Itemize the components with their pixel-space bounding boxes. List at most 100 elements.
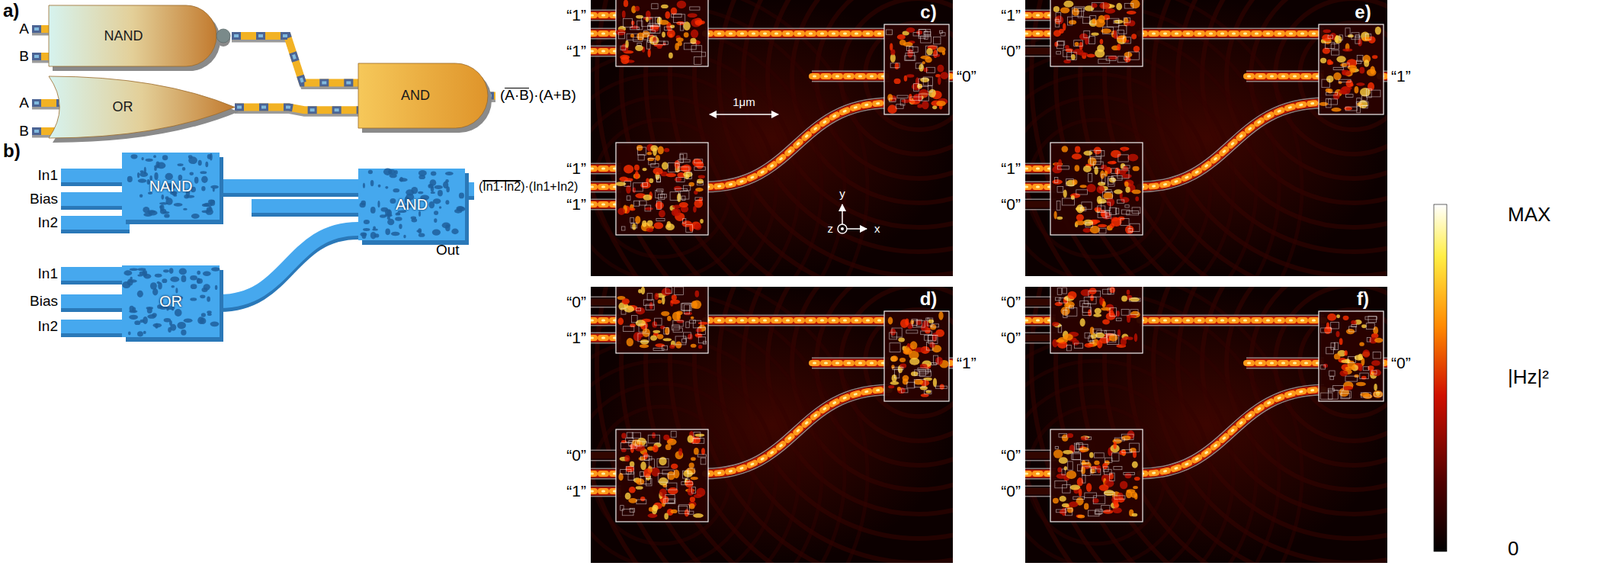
shape <box>1057 185 1064 193</box>
shape <box>897 386 902 392</box>
shape <box>1333 342 1338 350</box>
shape <box>900 99 905 106</box>
shape <box>394 216 402 221</box>
shape <box>1104 170 1108 177</box>
shape <box>1333 385 1344 391</box>
shape <box>155 160 160 167</box>
shape <box>625 437 634 443</box>
shape <box>1106 56 1116 61</box>
shape <box>1093 161 1104 168</box>
shape <box>918 63 924 71</box>
field-ground <box>590 0 953 276</box>
shape <box>1246 362 1325 365</box>
shape <box>137 178 148 183</box>
shape <box>909 357 920 366</box>
shape <box>1358 353 1363 361</box>
shape <box>183 317 193 323</box>
gate-label: OR <box>112 99 134 116</box>
connector <box>219 228 359 305</box>
shape <box>1318 311 1384 401</box>
shape <box>1068 305 1074 309</box>
shape <box>657 146 664 155</box>
shape <box>932 105 937 110</box>
shape <box>1323 363 1328 368</box>
shape <box>1090 340 1094 344</box>
shape <box>1328 99 1338 105</box>
shape <box>1118 25 1127 34</box>
shape <box>128 314 138 320</box>
shape <box>177 163 184 167</box>
shape <box>60 298 130 312</box>
shape <box>194 176 199 184</box>
shape <box>640 461 647 471</box>
shape <box>1333 72 1341 81</box>
overline <box>504 87 530 90</box>
shape <box>676 0 687 9</box>
signal-label: “0” <box>1000 445 1021 465</box>
shape <box>628 486 636 494</box>
shape <box>378 184 382 188</box>
shape <box>658 209 666 218</box>
shape <box>620 45 626 50</box>
shape <box>939 30 943 33</box>
gate-region <box>884 311 950 401</box>
shape <box>1054 210 1058 219</box>
shape <box>1084 37 1089 45</box>
shape <box>1080 459 1089 463</box>
shape <box>1368 89 1381 97</box>
shape <box>1119 480 1128 490</box>
shape <box>705 102 890 187</box>
shape <box>1318 24 1384 115</box>
shape <box>139 319 145 323</box>
shape <box>1339 35 1344 40</box>
shape <box>379 214 386 218</box>
shape <box>637 42 642 45</box>
input-waveguide <box>60 273 130 278</box>
shape <box>1100 164 1107 170</box>
shape <box>811 359 890 366</box>
shape <box>1066 179 1075 186</box>
shape <box>634 6 640 12</box>
shape <box>1057 466 1062 472</box>
shape <box>890 381 900 385</box>
shape <box>60 319 130 334</box>
signal-label: “1” <box>1000 6 1021 25</box>
shape <box>1366 336 1371 342</box>
signal-label: In2 <box>38 317 58 335</box>
shape <box>1103 192 1113 199</box>
shape <box>1064 333 1074 340</box>
connector <box>234 107 359 116</box>
shape <box>1053 29 1062 37</box>
shape <box>1342 385 1354 391</box>
shape <box>1091 3 1098 8</box>
shape <box>1354 86 1360 94</box>
shape <box>1067 432 1075 438</box>
shape <box>657 299 662 304</box>
shape <box>1099 227 1107 234</box>
shape <box>1106 333 1116 342</box>
shape <box>1139 389 1325 474</box>
shape <box>1319 102 1329 106</box>
shape <box>121 265 220 337</box>
shape <box>1359 342 1364 347</box>
shape <box>618 32 625 39</box>
shape <box>650 163 659 167</box>
shape <box>219 179 359 193</box>
shape <box>1139 317 1325 324</box>
shape <box>669 344 675 350</box>
shape <box>1081 202 1092 209</box>
signal-label: “0” <box>566 292 587 312</box>
shape <box>1090 32 1099 36</box>
shape <box>1336 314 1341 318</box>
shape <box>1126 10 1137 15</box>
shape <box>1067 506 1074 514</box>
shape <box>1105 189 1112 193</box>
shape <box>705 389 890 474</box>
shape <box>626 432 633 438</box>
shape <box>663 41 668 45</box>
shape <box>1114 495 1126 499</box>
shape <box>234 107 359 111</box>
shape <box>670 192 679 201</box>
shape <box>634 200 640 206</box>
shape <box>1134 476 1141 481</box>
